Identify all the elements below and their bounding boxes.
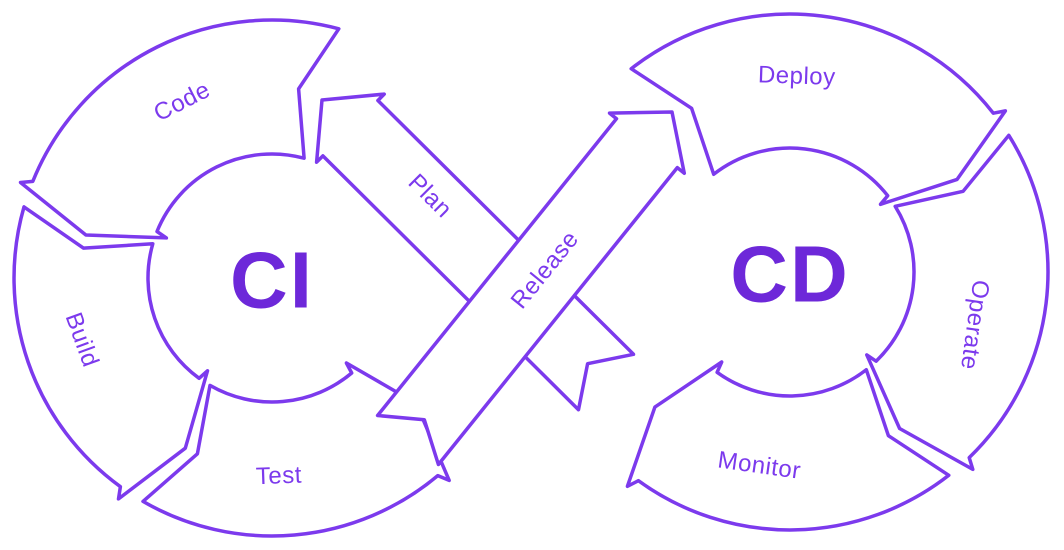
- stage-segment-plan: [314, 92, 636, 412]
- cd-label: CD: [730, 230, 850, 319]
- stage-segment-monitor: [625, 360, 951, 532]
- stage-segment-code: [18, 18, 341, 240]
- stage-label-deploy: Deploy: [757, 61, 836, 91]
- ci-label: CI: [230, 236, 314, 325]
- stage-label-test: Test: [255, 462, 302, 491]
- segments-group: [12, 12, 1050, 538]
- stage-segment-operate: [865, 133, 1050, 472]
- stage-segment-build: [12, 205, 210, 501]
- stage-segment-test: [141, 361, 451, 538]
- stage-segment-deploy: [629, 12, 1008, 207]
- stage-segment-release: [375, 110, 687, 467]
